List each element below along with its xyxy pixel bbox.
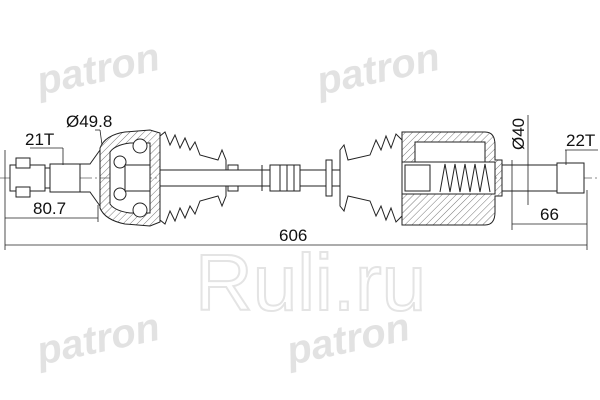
watermark-brand: patron [32, 35, 164, 104]
dimension-lines [4, 115, 598, 250]
shaft-outline [0, 129, 600, 227]
watermark-brand: patron [312, 35, 444, 104]
watermark-site: Ruli.ru [195, 238, 426, 327]
left-length-label: 80.7 [33, 199, 66, 218]
watermark-layer: patron patron patron patron Ruli.ru [32, 35, 444, 374]
right-joint-diameter-label: Ø40 [509, 118, 528, 150]
right-spline-teeth-label: 22T [566, 131, 595, 150]
left-joint-diameter-label: Ø49.8 [66, 112, 112, 131]
right-length-label: 66 [540, 205, 559, 224]
left-spline-teeth-label: 21T [25, 130, 54, 149]
watermark-brand: patron [32, 305, 164, 374]
total-length-label: 606 [279, 226, 307, 245]
